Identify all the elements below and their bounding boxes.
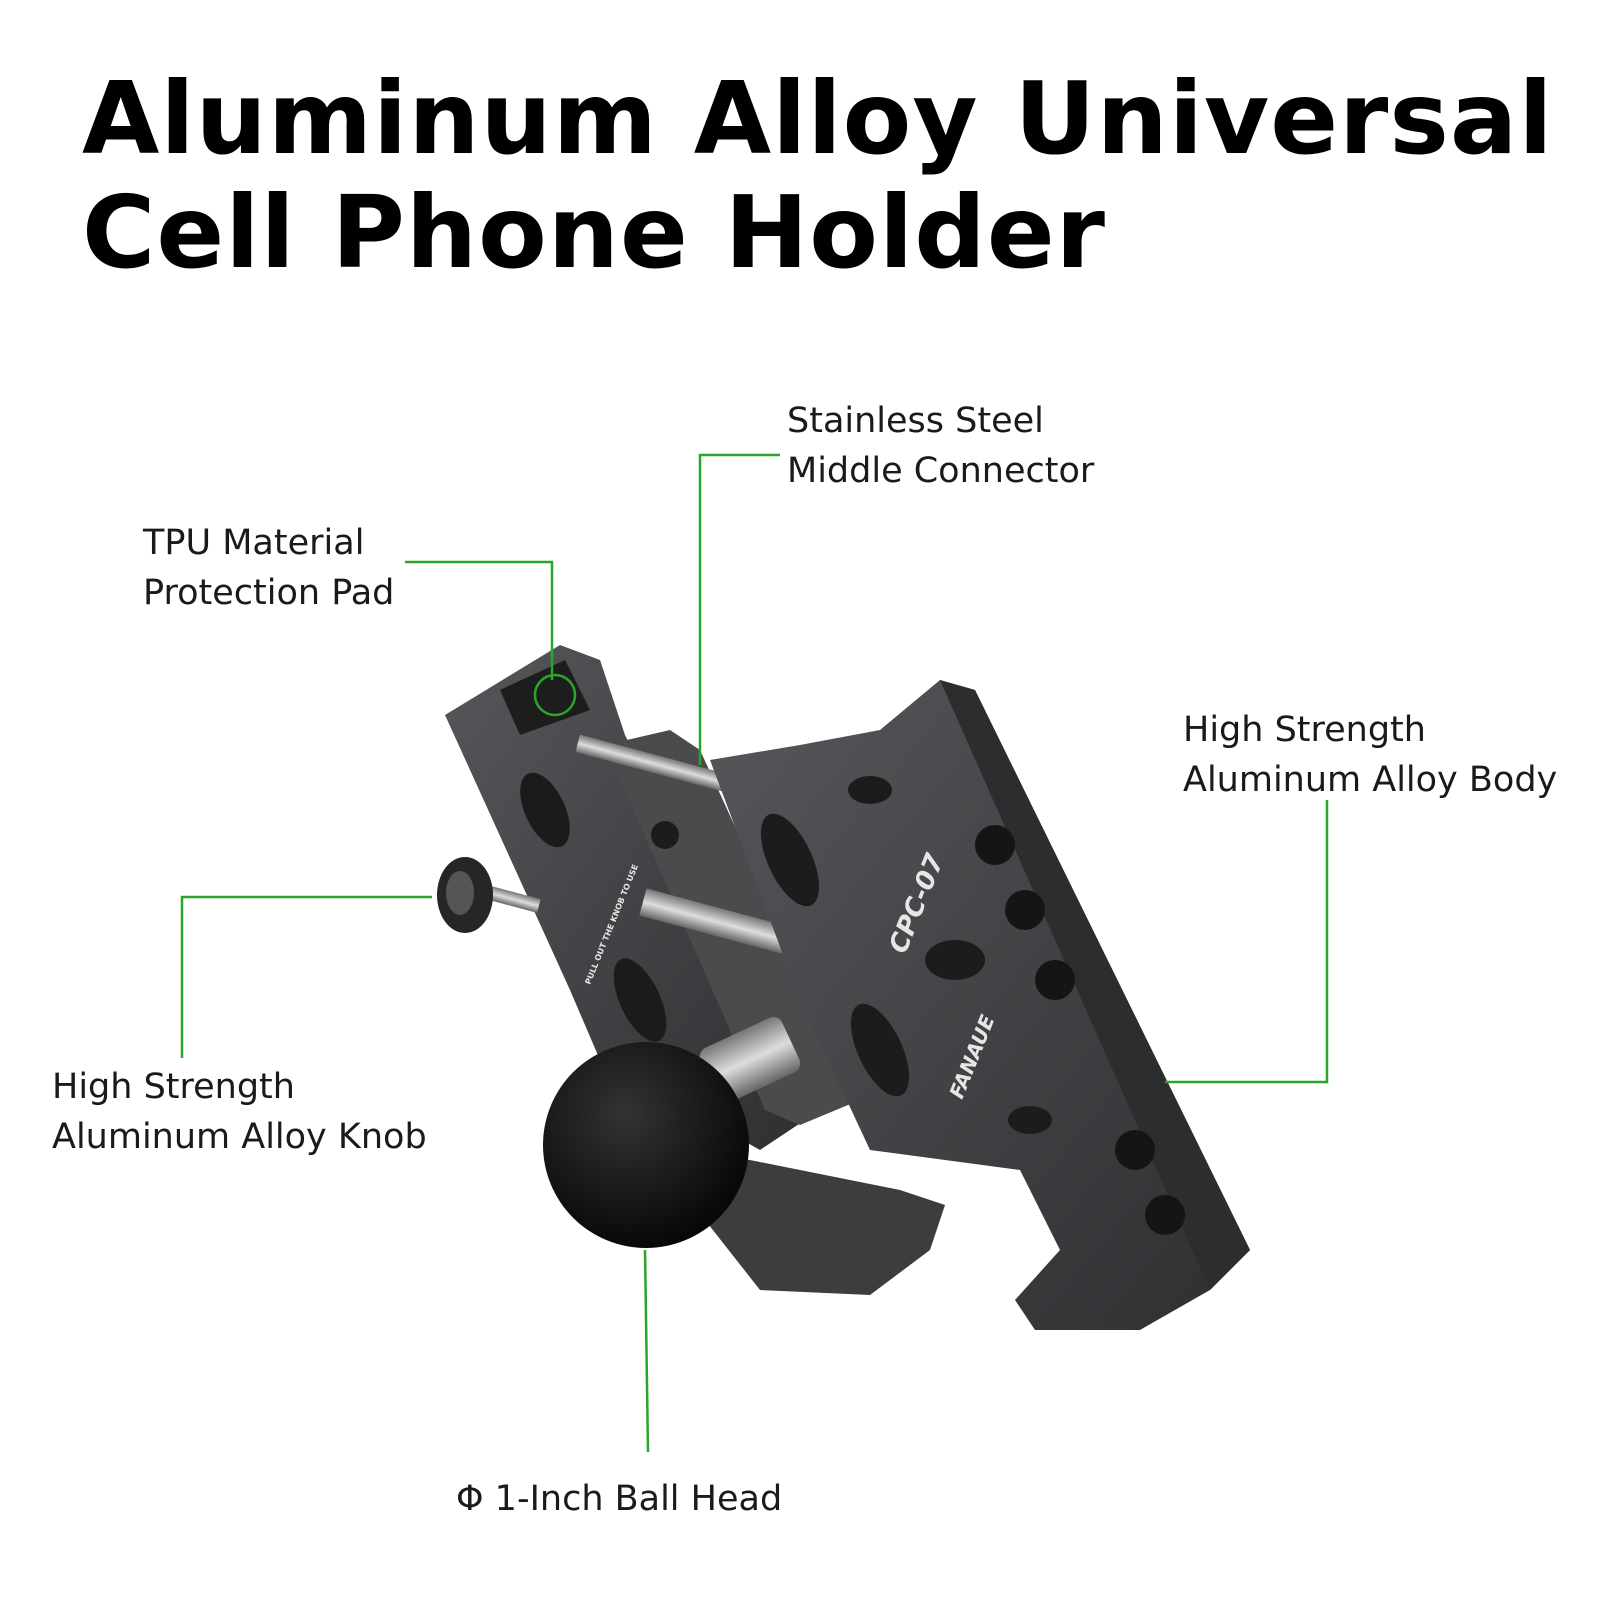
- connector-leader: [698, 453, 780, 765]
- ball-leader: [643, 1249, 650, 1453]
- middle-connector: [575, 730, 860, 1125]
- pad-leader: [405, 560, 554, 680]
- callout-protection-pad: TPU Material Protection Pad: [143, 518, 394, 618]
- page-title: Aluminum Alloy Universal Cell Phone Hold…: [82, 62, 1554, 290]
- body-leader: [1165, 800, 1329, 1084]
- title-line-2: Cell Phone Holder: [82, 174, 1106, 291]
- callout-text: Protection Pad: [143, 573, 395, 613]
- callout-text: Aluminum Alloy Body: [1183, 760, 1558, 800]
- callout-text: Middle Connector: [787, 451, 1095, 491]
- knob-leader: [180, 895, 432, 1058]
- callout-middle-connector: Stainless Steel Middle Connector: [787, 396, 1094, 496]
- aluminum-body: CPC-07 FANAUE: [710, 680, 1250, 1330]
- callout-text: High Strength: [1183, 710, 1426, 750]
- callout-ball-head: Φ 1-Inch Ball Head: [456, 1474, 782, 1524]
- leader-lines: [180, 453, 1329, 1453]
- left-clamp-jaw: PULL OUT THE KNOB TO USE: [445, 645, 945, 1295]
- knob: [437, 857, 541, 933]
- callout-text: TPU Material: [143, 523, 365, 563]
- callout-text: Stainless Steel: [787, 401, 1044, 441]
- callout-text: Aluminum Alloy Knob: [52, 1117, 427, 1157]
- pad-marker: [533, 673, 577, 717]
- callout-knob: High Strength Aluminum Alloy Knob: [52, 1062, 427, 1162]
- ball-head: [543, 1017, 801, 1248]
- callout-body: High Strength Aluminum Alloy Body: [1183, 705, 1557, 805]
- callout-text: Φ 1-Inch Ball Head: [456, 1479, 783, 1519]
- title-line-1: Aluminum Alloy Universal: [82, 60, 1554, 177]
- callout-text: High Strength: [52, 1067, 295, 1107]
